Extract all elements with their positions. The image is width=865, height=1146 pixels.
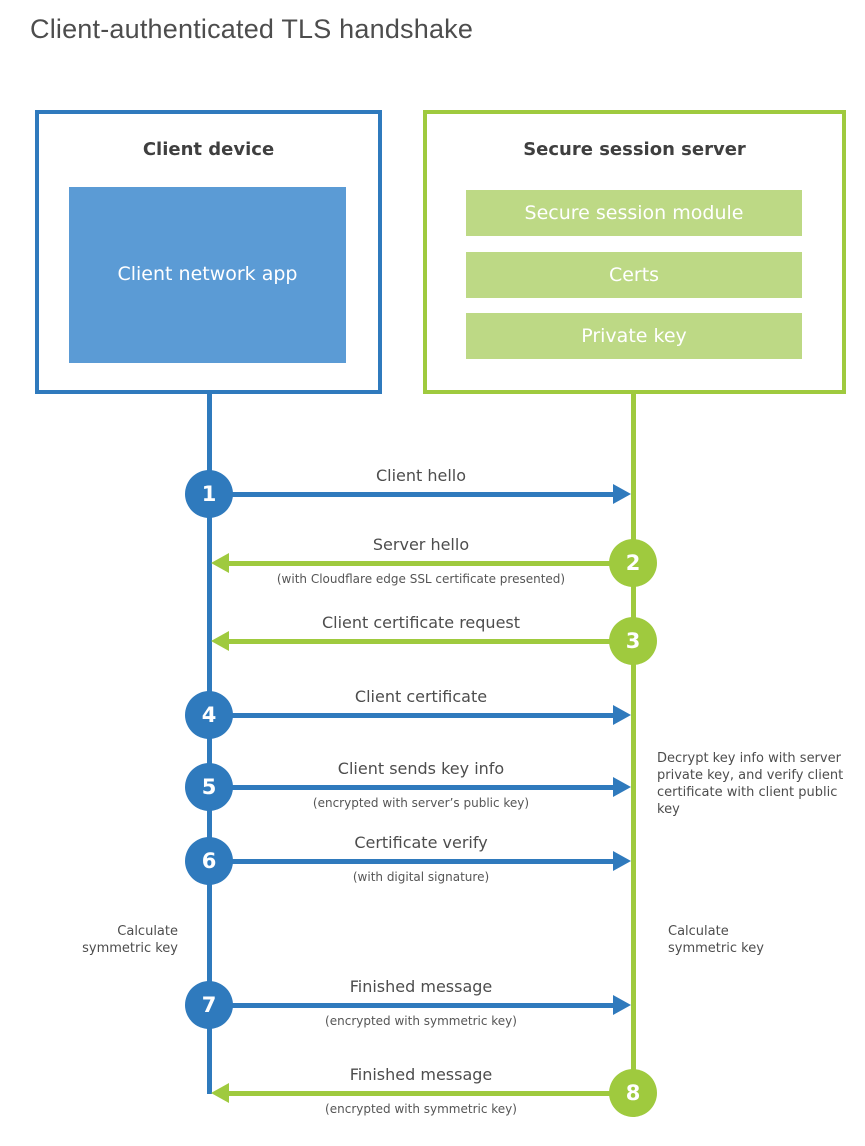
client-network-app-label: Client network app — [117, 263, 298, 286]
step-sublabel: (with Cloudflare edge SSL certificate pr… — [276, 572, 566, 586]
secure-session-server-title: Secure session server — [523, 139, 746, 160]
arrow-left-icon — [211, 1083, 229, 1103]
arrow-left-icon — [211, 553, 229, 573]
client-device-box: Client device Client network app — [35, 110, 382, 394]
step-number-badge: 1 — [185, 470, 233, 518]
step-6: Certificate verify 6 (with digital signa… — [0, 833, 865, 895]
client-lifeline — [207, 392, 212, 1094]
step-label: Client certificate — [354, 687, 488, 706]
step-sublabel: (encrypted with server’s public key) — [312, 796, 530, 810]
step-label: Client sends key info — [337, 759, 505, 778]
arrow-line — [230, 785, 615, 790]
step-label: Finished message — [349, 1065, 493, 1084]
step-number-badge: 5 — [185, 763, 233, 811]
page-title: Client-authenticated TLS handshake — [30, 14, 474, 44]
server-module-certs: Certs — [466, 252, 802, 298]
arrow-line — [230, 1003, 615, 1008]
step-number-badge: 2 — [609, 539, 657, 587]
server-module-private-key: Private key — [466, 313, 802, 359]
calculate-symmetric-key-note-server: Calculate symmetric key — [668, 924, 764, 956]
step-sublabel: (with digital signature) — [352, 870, 490, 884]
step-label: Server hello — [372, 535, 470, 554]
arrow-line — [229, 1091, 612, 1096]
step-label: Finished message — [349, 977, 493, 996]
arrow-right-icon — [613, 995, 631, 1015]
arrow-line — [229, 639, 612, 644]
arrow-right-icon — [613, 777, 631, 797]
step-5: Client sends key info 5 (encrypted with … — [0, 759, 865, 821]
arrow-right-icon — [613, 851, 631, 871]
step-4: Client certificate 4 — [0, 687, 865, 749]
step-1: Client hello 1 — [0, 466, 865, 528]
arrow-line — [230, 713, 615, 718]
step-8: Finished message 8 (encrypted with symme… — [0, 1065, 865, 1127]
step-3: Client certificate request 3 — [0, 613, 865, 675]
step-label: Client certificate request — [321, 613, 521, 632]
arrow-line — [230, 492, 615, 497]
step-number-badge: 6 — [185, 837, 233, 885]
step-number-badge: 4 — [185, 691, 233, 739]
arrow-line — [229, 561, 612, 566]
client-network-app-box: Client network app — [69, 187, 346, 363]
calculate-symmetric-key-note-client: Calculate symmetric key — [82, 924, 178, 956]
server-lifeline — [631, 392, 636, 1094]
client-device-title: Client device — [142, 139, 275, 160]
arrow-right-icon — [613, 705, 631, 725]
step-number-badge: 7 — [185, 981, 233, 1029]
step-label: Certificate verify — [354, 833, 488, 852]
arrow-left-icon — [211, 631, 229, 651]
step-sublabel: (encrypted with symmetric key) — [325, 1014, 517, 1028]
step-number-badge: 3 — [609, 617, 657, 665]
step-sublabel: (encrypted with symmetric key) — [325, 1102, 517, 1116]
arrow-right-icon — [613, 484, 631, 504]
step-label: Client hello — [375, 466, 467, 485]
server-module-secure-session: Secure session module — [466, 190, 802, 236]
step-7: Finished message 7 (encrypted with symme… — [0, 977, 865, 1039]
secure-session-server-box: Secure session server Secure session mod… — [423, 110, 846, 394]
step-2: Server hello 2 (with Cloudflare edge SSL… — [0, 535, 865, 597]
step-number-badge: 8 — [609, 1069, 657, 1117]
decrypt-key-note: Decrypt key info with server private key… — [657, 751, 844, 817]
arrow-line — [230, 859, 615, 864]
